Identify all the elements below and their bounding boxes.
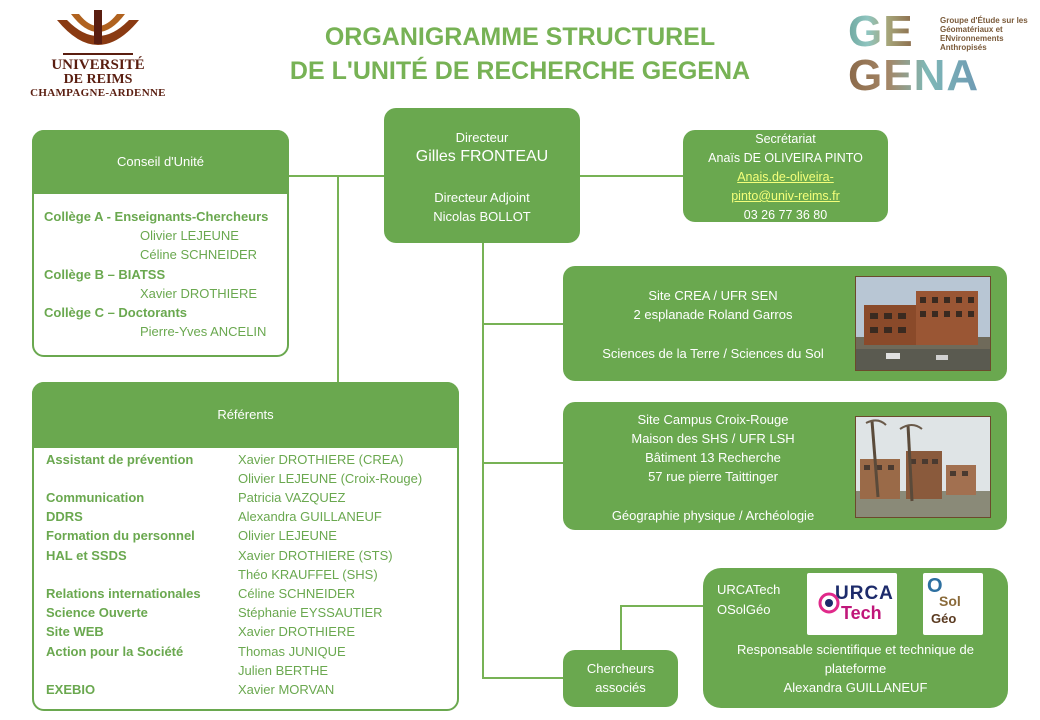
connector-plateformes-drop xyxy=(620,605,622,650)
university-logo: UNIVERSITÉ DE REIMS CHAMPAGNE-ARDENNE xyxy=(18,10,178,105)
referent-name: Thomas JUNIQUE xyxy=(238,644,346,659)
referent-role: Formation du personnel xyxy=(46,528,195,543)
university-name-line2: DE REIMS xyxy=(63,72,133,87)
plateforme-resp-line1: Responsable scientifique et technique de xyxy=(736,642,975,657)
conseil-header: Conseil d'Unité xyxy=(32,130,289,194)
connector-crea xyxy=(482,323,563,325)
referents-title: Référents xyxy=(217,407,274,422)
site-croix-rouge-box: Site Campus Croix-Rouge Maison des SHS /… xyxy=(563,402,1007,530)
college-a-member: Olivier LEJEUNE xyxy=(140,228,239,243)
chercheurs-associes-box: Chercheurs associés xyxy=(563,650,678,707)
page-title: ORGANIGRAMME STRUCTUREL DE L'UNITÉ DE RE… xyxy=(240,20,800,88)
referent-role: EXEBIO xyxy=(46,682,96,697)
college-b-member: Xavier DROTHIERE xyxy=(140,286,258,301)
site-croix-rouge-line4: 57 rue pierre Taittinger xyxy=(648,469,778,484)
college-a-member: Céline SCHNEIDER xyxy=(140,247,258,262)
gegena-logo-word2: GENA xyxy=(848,51,980,100)
secretariat-email-line2: pinto@univ-reims.fr xyxy=(731,189,840,203)
referent-name: Xavier DROTHIERE (CREA) xyxy=(238,452,404,467)
secretariat-email-link[interactable]: Anais.de-oliveira- pinto@univ-reims.fr xyxy=(731,170,840,203)
college-c-label: Collège C – Doctorants xyxy=(44,305,188,320)
plateforme-name-osolgeo: OSolGéo xyxy=(717,602,771,617)
referent-role: HAL et SSDS xyxy=(46,548,127,563)
connector-chercheurs xyxy=(482,677,563,679)
urcatech-logo-bottom: Tech xyxy=(841,603,882,623)
plateforme-resp-name: Alexandra GUILLANEUF xyxy=(783,680,928,695)
directeur-role: Directeur xyxy=(455,130,509,145)
site-croix-rouge-line3: Bâtiment 13 Recherche xyxy=(645,450,781,465)
gegena-logo-word1: GE xyxy=(848,7,914,56)
urcatech-logo: URCA Tech xyxy=(807,573,897,635)
plateformes-box: URCATech OSolGéo URCA Tech O Sol Géo Res… xyxy=(703,568,1008,708)
secretariat-email-line1: Anais.de-oliveira- xyxy=(737,170,834,184)
referent-name: Stéphanie EYSSAUTIER xyxy=(238,605,383,620)
plateforme-name-urcatech: URCATech xyxy=(717,582,781,597)
connector-ref-vertical xyxy=(337,175,339,383)
crea-building-photo xyxy=(855,276,991,371)
chercheurs-line2: associés xyxy=(595,680,646,695)
gegena-logo: GE GENA Groupe d'Étude sur les Géomatéri… xyxy=(848,7,1028,100)
college-b-label: Collège B – BIATSS xyxy=(44,267,166,282)
osolgeo-logo-sol: Sol xyxy=(939,593,961,609)
directeur-adjoint-name: Nicolas BOLLOT xyxy=(433,209,531,224)
urcatech-gear-icon xyxy=(818,592,840,614)
referent-name: Xavier MORVAN xyxy=(238,682,335,697)
referent-name: Olivier LEJEUNE xyxy=(238,528,337,543)
osolgeo-logo-geo: Géo xyxy=(931,611,957,626)
referent-role: Relations internationales xyxy=(46,586,201,601)
croix-rouge-building-photo xyxy=(855,416,991,518)
chercheurs-line1: Chercheurs xyxy=(586,661,655,676)
directeur-name: Gilles FRONTEAU xyxy=(415,148,549,165)
gegena-logo-tagline: Groupe d'Étude sur les Géomatériaux et E… xyxy=(940,16,1028,52)
referent-name: Olivier LEJEUNE (Croix-Rouge) xyxy=(238,471,423,486)
college-c-member: Pierre-Yves ANCELIN xyxy=(140,324,267,339)
referent-name: Xavier DROTHIERE (STS) xyxy=(238,548,393,563)
college-a-label: Collège A - Enseignants-Chercheurs xyxy=(44,209,269,224)
title-line1: ORGANIGRAMME STRUCTUREL xyxy=(324,23,716,51)
referents-header: Référents xyxy=(32,382,459,448)
secretariat-phone: 03 26 77 36 80 xyxy=(743,208,828,222)
university-name-line1: UNIVERSITÉ xyxy=(51,57,145,73)
referent-name: Xavier DROTHIERE xyxy=(238,624,356,639)
connector-plateformes xyxy=(678,605,703,607)
site-crea-line1: Site CREA / UFR SEN xyxy=(648,288,778,303)
directeur-adjoint-role: Directeur Adjoint xyxy=(434,190,530,205)
connector-croix-rouge xyxy=(482,462,563,464)
referent-name: Céline SCHNEIDER xyxy=(238,586,356,601)
site-crea-line2: 2 esplanade Roland Garros xyxy=(633,307,793,322)
referent-role: Action pour la Société xyxy=(46,644,184,659)
university-name-line3: CHAMPAGNE-ARDENNE xyxy=(30,87,166,99)
osolgeo-logo: O Sol Géo xyxy=(923,573,983,635)
referent-role: Site WEB xyxy=(46,624,104,639)
site-crea-box: Site CREA / UFR SEN 2 esplanade Roland G… xyxy=(563,266,1007,381)
secretariat-title: Secrétariat xyxy=(755,132,816,146)
referent-role: Science Ouverte xyxy=(46,605,148,620)
referent-name: Alexandra GUILLANEUF xyxy=(238,509,382,524)
directeur-box: Directeur Gilles FRONTEAU Directeur Adjo… xyxy=(384,108,580,243)
university-emblem-icon xyxy=(57,10,139,55)
osolgeo-logo-o: O xyxy=(927,575,943,597)
site-croix-rouge-line2: Maison des SHS / UFR LSH xyxy=(631,431,795,446)
referent-role: Assistant de prévention xyxy=(46,452,194,467)
site-croix-rouge-line5: Géographie physique / Archéologie xyxy=(611,508,815,523)
referent-name: Julien BERTHE xyxy=(238,663,329,678)
conseil-title: Conseil d'Unité xyxy=(116,154,205,169)
referent-role: DDRS xyxy=(46,509,83,524)
referent-role: Communication xyxy=(46,490,145,505)
secretariat-name: Anaïs DE OLIVEIRA PINTO xyxy=(708,151,863,165)
connector-dir-sec xyxy=(580,175,683,177)
referent-name: Théo KRAUFFEL (SHS) xyxy=(238,567,378,582)
connector-main-vertical xyxy=(482,243,484,679)
site-croix-rouge-line1: Site Campus Croix-Rouge xyxy=(637,412,789,427)
referent-name: Patricia VAZQUEZ xyxy=(238,490,346,505)
title-line2: DE L'UNITÉ DE RECHERCHE GEGENA xyxy=(289,57,751,85)
plateforme-resp-line2: plateforme xyxy=(824,661,887,676)
connector-conseil-dir xyxy=(288,175,384,177)
urcatech-logo-top: URCA xyxy=(835,583,894,604)
site-crea-line3: Sciences de la Terre / Sciences du Sol xyxy=(602,346,824,361)
connector-plateformes-stem xyxy=(620,605,680,607)
secretariat-box: Secrétariat Anaïs DE OLIVEIRA PINTO Anai… xyxy=(683,130,888,222)
